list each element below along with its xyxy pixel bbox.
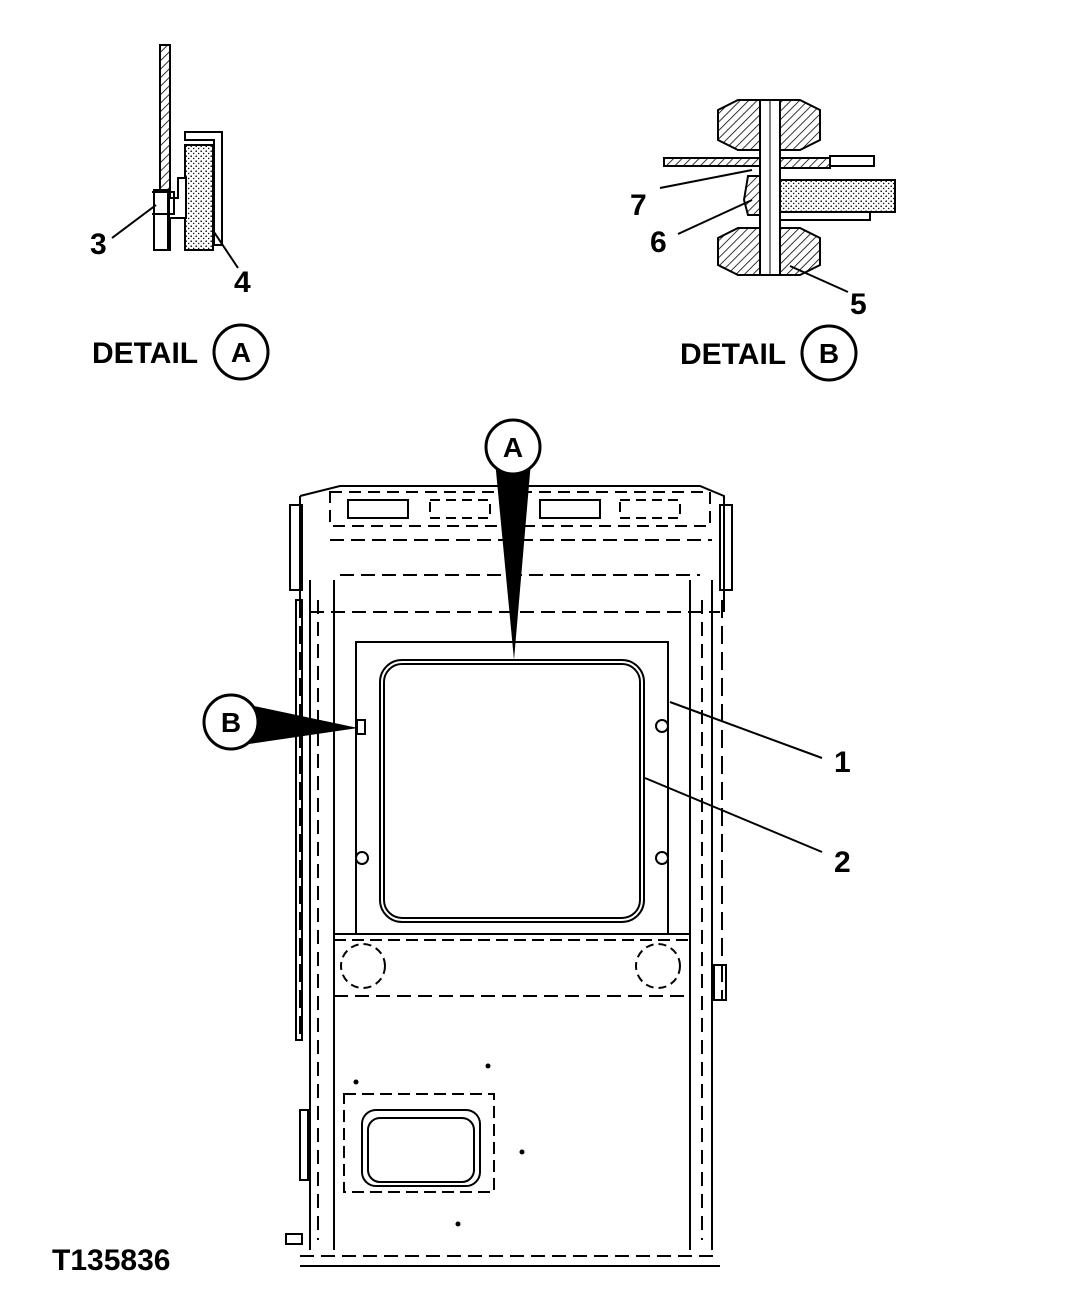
cab-rivets [353, 1063, 525, 1227]
cab-outline [285, 485, 733, 1267]
label-3: 3 [90, 228, 107, 261]
callout-a-letter: A [503, 432, 523, 463]
leader-1 [669, 701, 823, 759]
detail-a-title: DETAIL [92, 337, 198, 370]
callout-b [202, 693, 358, 751]
detail-b-letter: B [819, 338, 839, 369]
label-5: 5 [850, 288, 867, 321]
label-7: 7 [630, 189, 647, 222]
detail-a-circle [212, 323, 270, 381]
detail-a-letter: A [231, 337, 251, 368]
detail-a-drawing [111, 44, 239, 269]
label-1: 1 [834, 746, 851, 779]
detail-b-drawing [659, 99, 896, 293]
callout-a [484, 418, 542, 660]
label-4: 4 [234, 266, 251, 299]
label-6: 6 [650, 226, 667, 259]
leader-2 [644, 777, 823, 853]
label-2: 2 [834, 846, 851, 879]
detail-b-title: DETAIL [680, 338, 786, 371]
figure-id: T135836 [52, 1244, 170, 1277]
detail-b-circle [800, 324, 858, 382]
callout-b-letter: B [221, 707, 241, 738]
